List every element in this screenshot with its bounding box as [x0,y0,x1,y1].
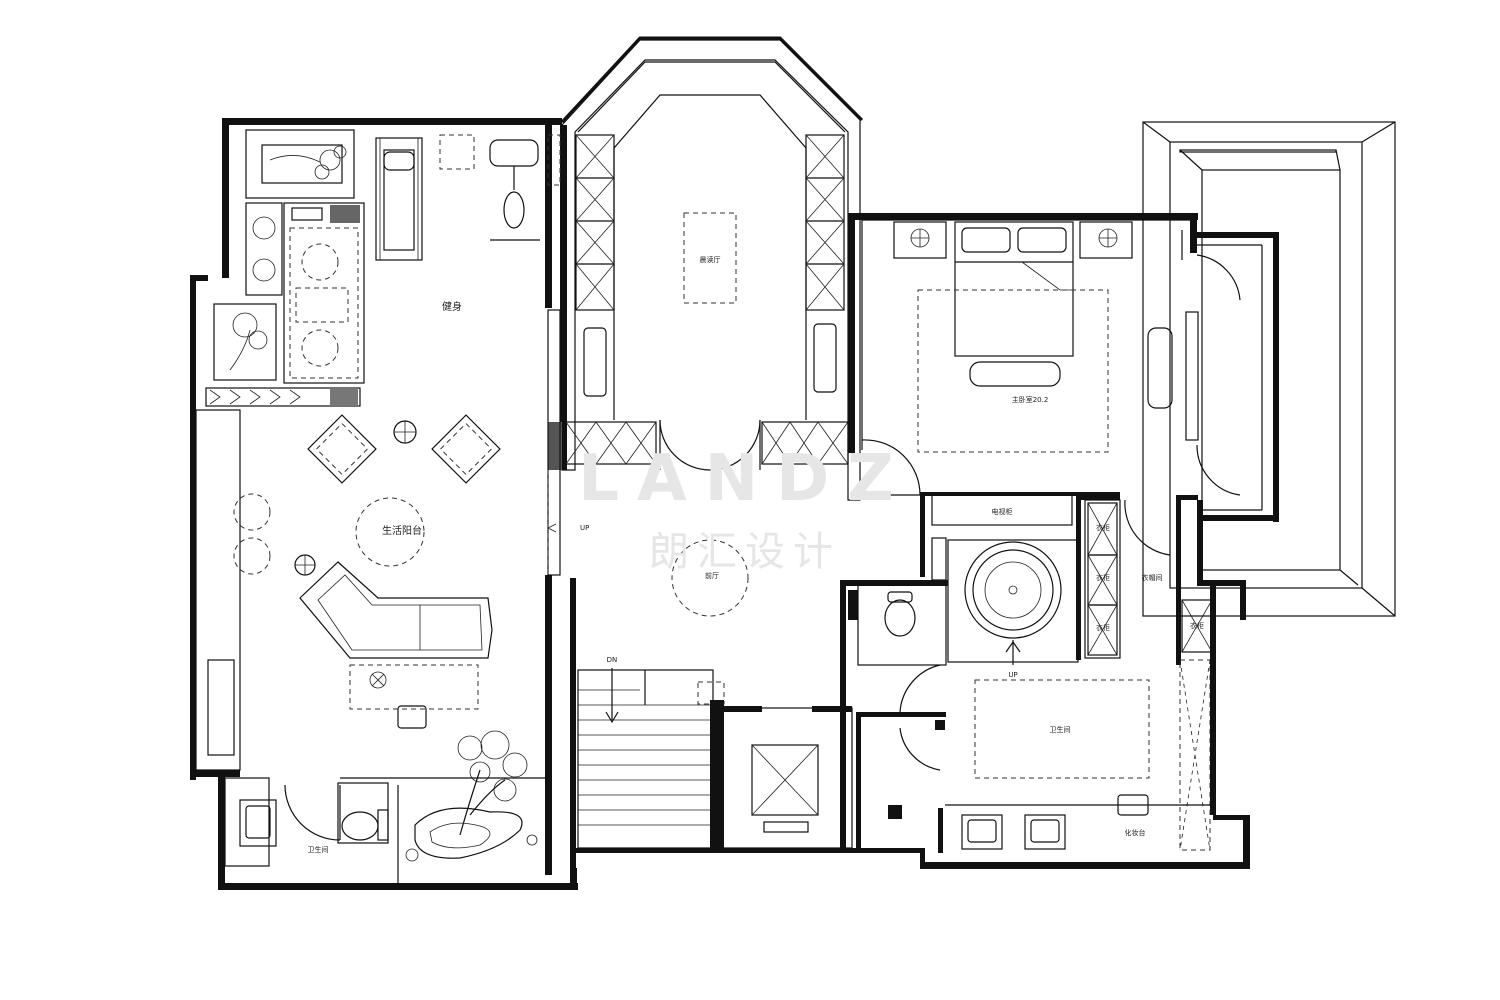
bay-cabinet-left [575,134,615,311]
lamp-icon [1098,228,1118,248]
room-label-wardrobe: 衣帽间 [1142,573,1163,582]
room-label-wc-left: 卫生间 [308,845,329,854]
room-label-vanity: 化妆台 [1125,828,1146,837]
sofa-icon [299,561,493,659]
tree-icon [457,730,528,836]
stair-up-label: UP [580,524,589,532]
cabinet-label-2: 衣柜 [1096,573,1110,582]
bed-icon [954,221,1074,357]
octagon-bay: 晨读厅 [548,36,864,501]
watermark-subtitle: 朗汇设计 [649,529,841,575]
armchair-icon [431,414,501,484]
plant-icon [269,145,347,180]
exercise-bike-icon [489,139,540,241]
cabinet-label-1: 衣柜 [1096,523,1110,532]
fitness-area: 健身 [205,129,561,407]
sink-icon [961,814,1003,850]
plant-icon [252,258,276,282]
right-wing: UP 卫生间 衣柜 衣柜 衣柜 衣帽间 衣柜 [840,495,1216,853]
plant-icon [229,312,268,371]
stair-down-label: DN [607,656,618,664]
wardrobe-cabinets: 衣柜 衣柜 衣柜 [1076,495,1121,660]
stair-up-label-2: UP [1008,671,1017,679]
cabinet-label-4: 衣柜 [1190,621,1204,630]
lamp-icon [294,554,316,576]
balcony-area: UP 生活阳台 [233,309,589,862]
room-label-study: 晨读厅 [700,255,721,264]
lamp-icon [910,228,930,248]
lamp-icon [369,671,387,689]
wc-left: 卫生间 [224,777,545,884]
center-hall: 前厅 DN [577,539,853,850]
staircase: DN [577,656,714,849]
room-label-bath-main: 卫生间 [1050,725,1071,734]
master-bedroom: 主卧室20.2 电视柜 [848,213,1241,577]
watermark-logo: LANDZ [578,442,911,516]
elevator [721,706,853,849]
room-label-tv: 电视柜 [992,507,1013,516]
sink-icon [1024,814,1066,850]
room-label-living: 前厅 [705,571,719,580]
armchair-icon [307,414,377,484]
cabinet-label-3: 衣柜 [1096,623,1110,632]
rock-garden-icon [405,807,538,862]
exterior-walls [190,118,1250,890]
terrace [1142,121,1396,620]
lamp-icon [393,420,417,444]
room-label-fitness: 健身 [442,300,462,313]
bay-cabinet-right [805,134,845,311]
room-label-balcony: 生活阳台 [382,524,422,537]
watermark: LANDZ 朗汇设计 [578,442,911,575]
treadmill-icon [375,137,423,261]
room-label-master-bed: 主卧室20.2 [1012,395,1049,404]
plant-icon [252,216,276,240]
